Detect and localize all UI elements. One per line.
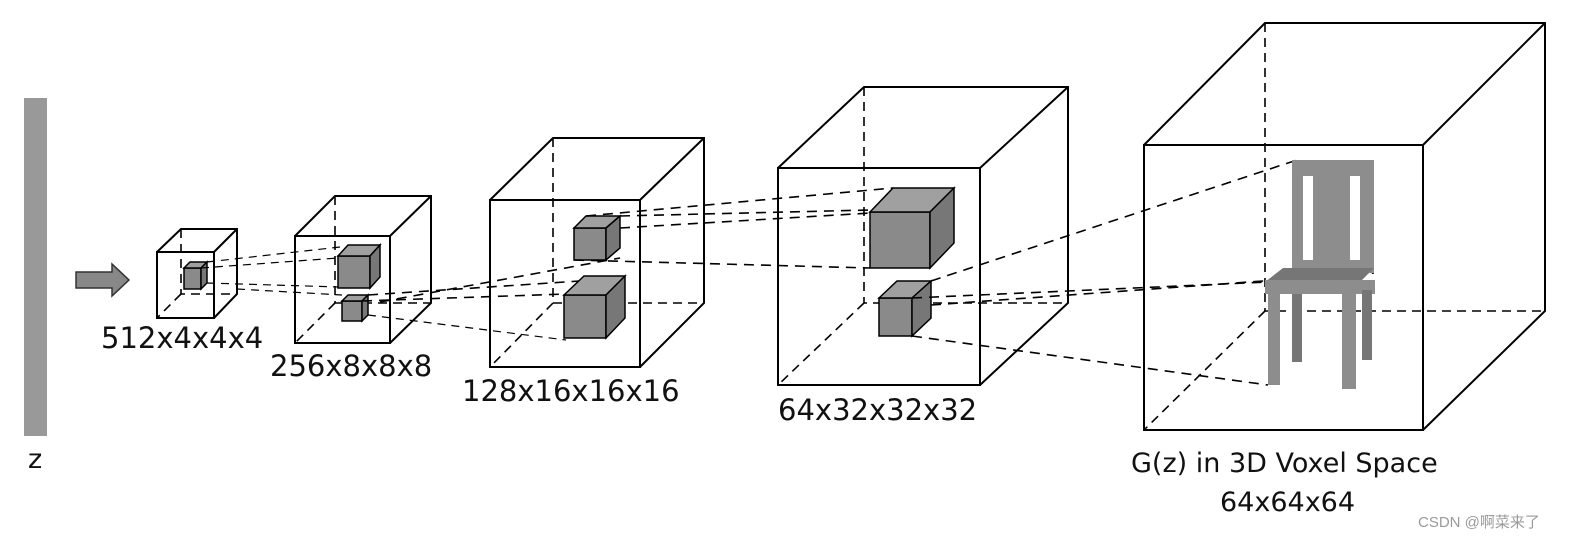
output-label-line2: 64x64x64 [1220,487,1355,518]
layer-label-128x16x16x16: 128x16x16x16 [462,374,680,408]
output-label-line1: G(z) in 3D Voxel Space [1131,448,1438,479]
watermark: CSDN @啊菜来了 [1418,514,1540,531]
projection-lines-2-3 [361,257,626,341]
latent-vector-label: z [28,444,42,475]
latent-vector-bar [24,98,47,436]
layer-label-64x32x32x32: 64x32x32x32 [778,393,977,427]
layer-label-512x4x4x4: 512x4x4x4 [101,321,263,355]
input-arrow-icon [75,262,131,298]
layer-cube-512x4x4x4 [156,228,238,319]
projection-lines-4-5 [911,159,1375,386]
chair-voxel-model [1265,160,1375,389]
projection-lines-1-2 [200,246,343,296]
layer-label-256x8x8x8: 256x8x8x8 [270,349,432,383]
layer-cube-64x32x32x32 [777,86,1069,386]
layer-cube-128x16x16x16 [489,137,705,368]
output-voxel-cube [1143,22,1546,431]
